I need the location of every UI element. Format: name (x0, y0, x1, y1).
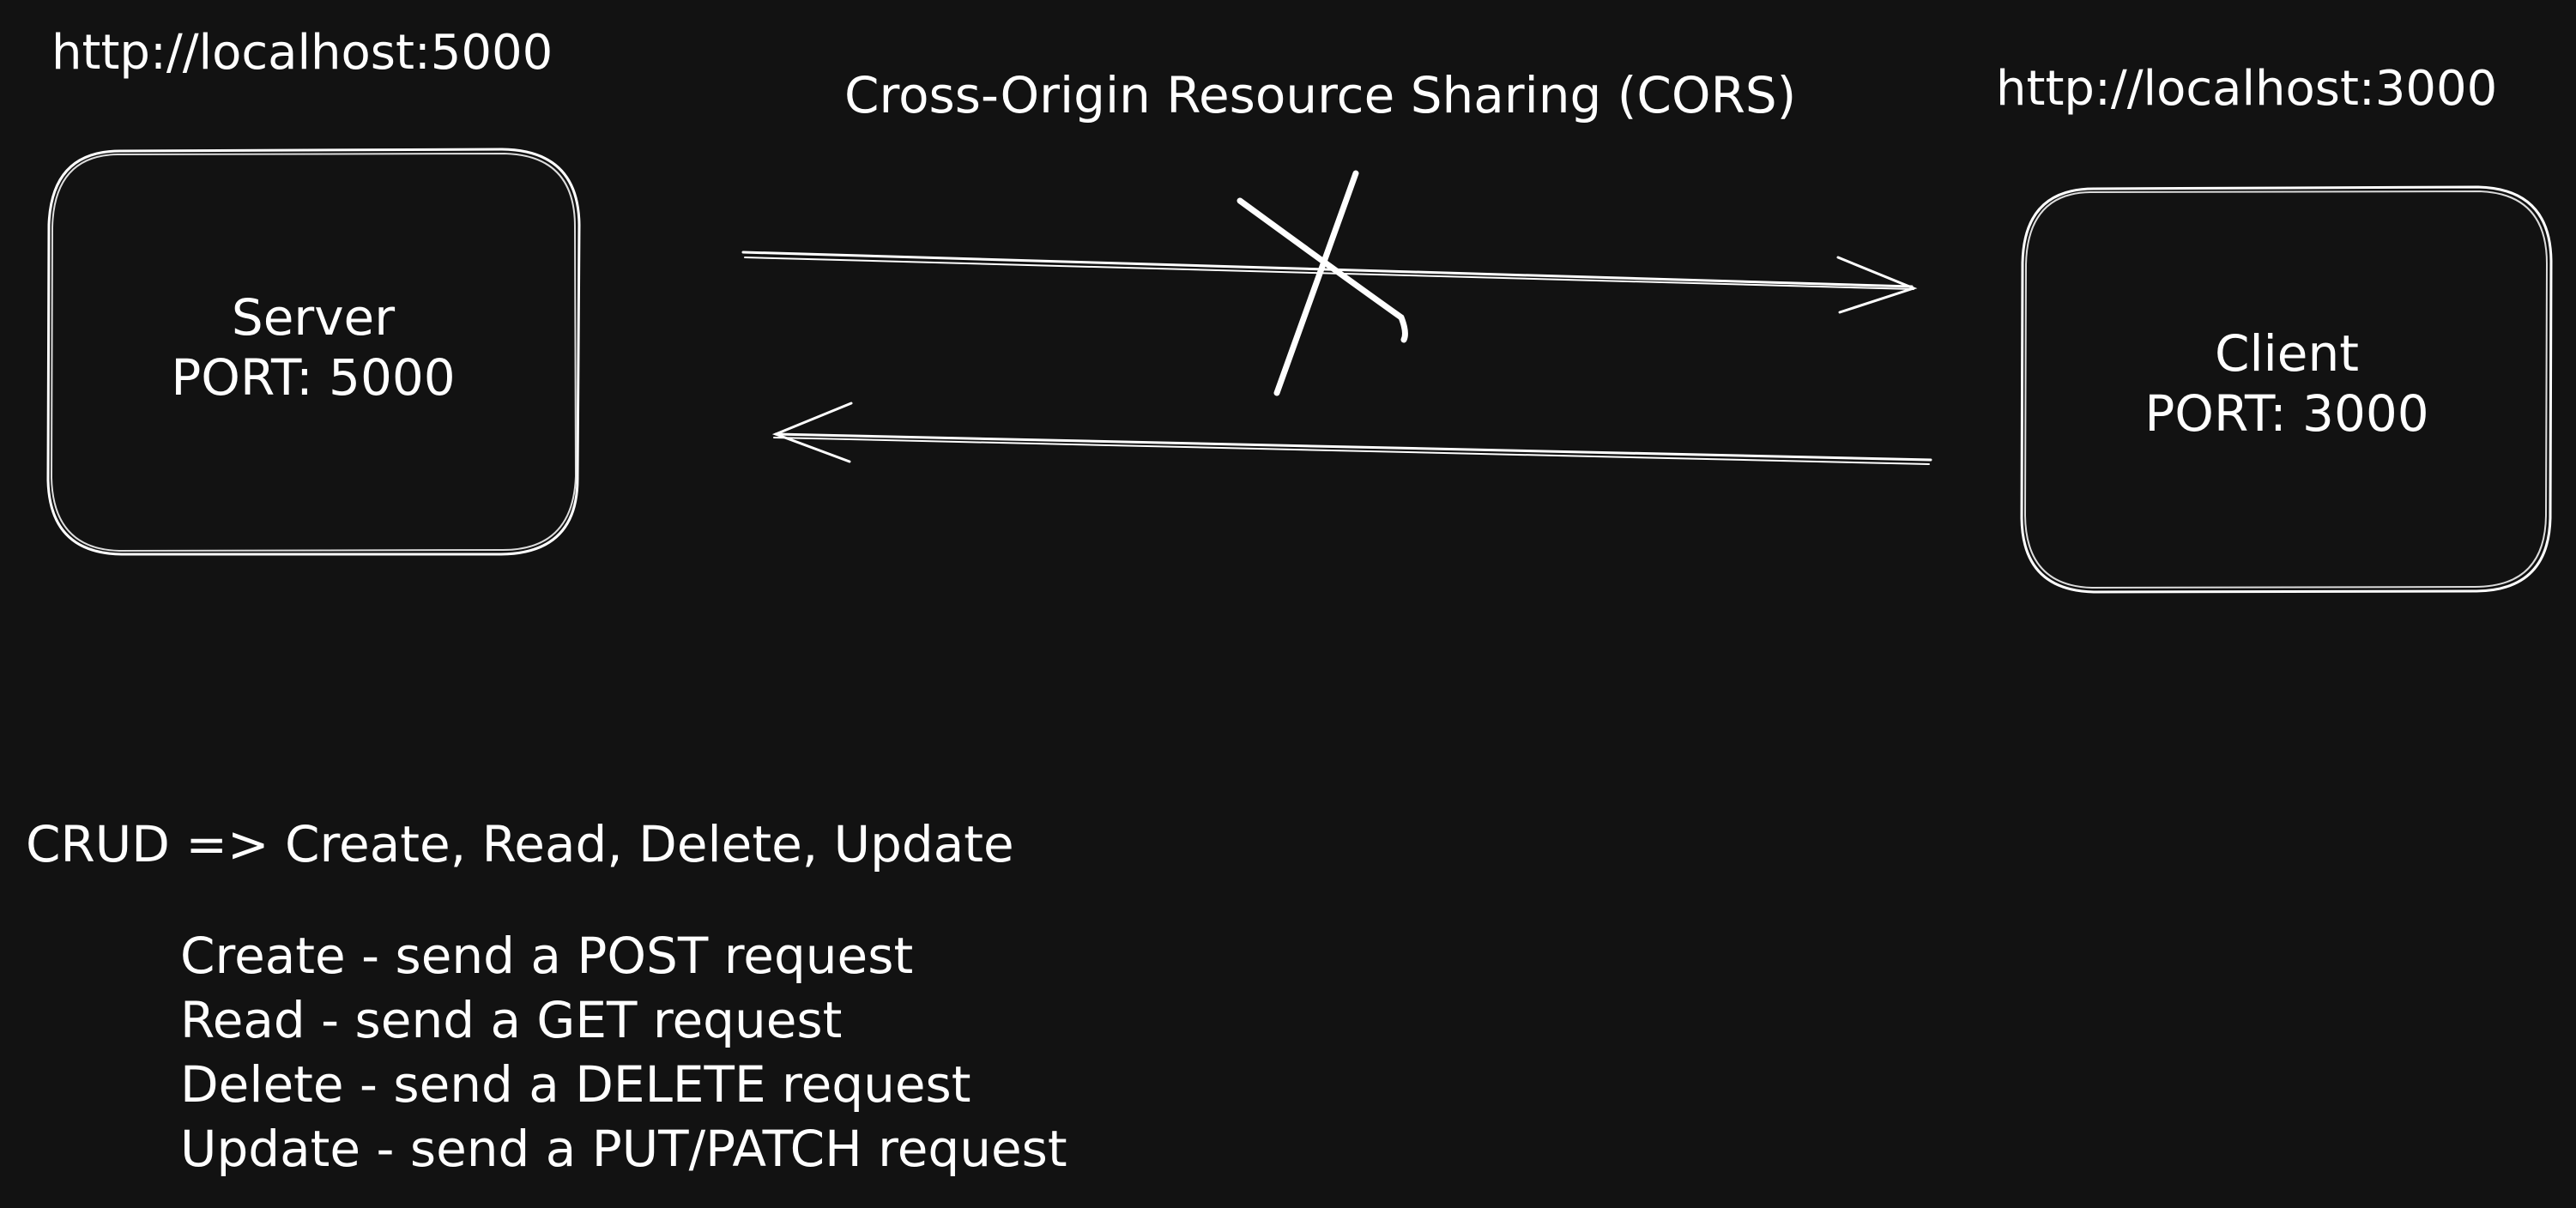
crud-title: CRUD => Create, Read, Delete, Update (26, 815, 1014, 873)
response-arrow (771, 402, 1932, 465)
request-arrow (741, 251, 1918, 314)
server-port: PORT: 5000 (171, 347, 456, 407)
server-url: http://localhost:5000 (51, 25, 553, 81)
blocked-cross-icon (1237, 170, 1408, 396)
client-label: Client PORT: 3000 (2068, 324, 2506, 444)
server-label: Server PORT: 5000 (94, 288, 532, 408)
server-name: Server (231, 288, 396, 347)
server-box[interactable] (46, 148, 581, 556)
crud-item-delete: Delete - send a DELETE request (180, 1055, 971, 1114)
crud-item-update: Update - send a PUT/PATCH request (180, 1120, 1067, 1178)
client-port: PORT: 3000 (2144, 384, 2429, 443)
client-url: http://localhost:3000 (1996, 61, 2498, 117)
cors-title: Cross-Origin Resource Sharing (CORS) (844, 66, 1797, 124)
client-name: Client (2215, 324, 2359, 383)
crud-item-read: Read - send a GET request (180, 991, 843, 1049)
crud-item-create: Create - send a POST request (180, 927, 914, 985)
client-box[interactable] (2020, 185, 2553, 594)
